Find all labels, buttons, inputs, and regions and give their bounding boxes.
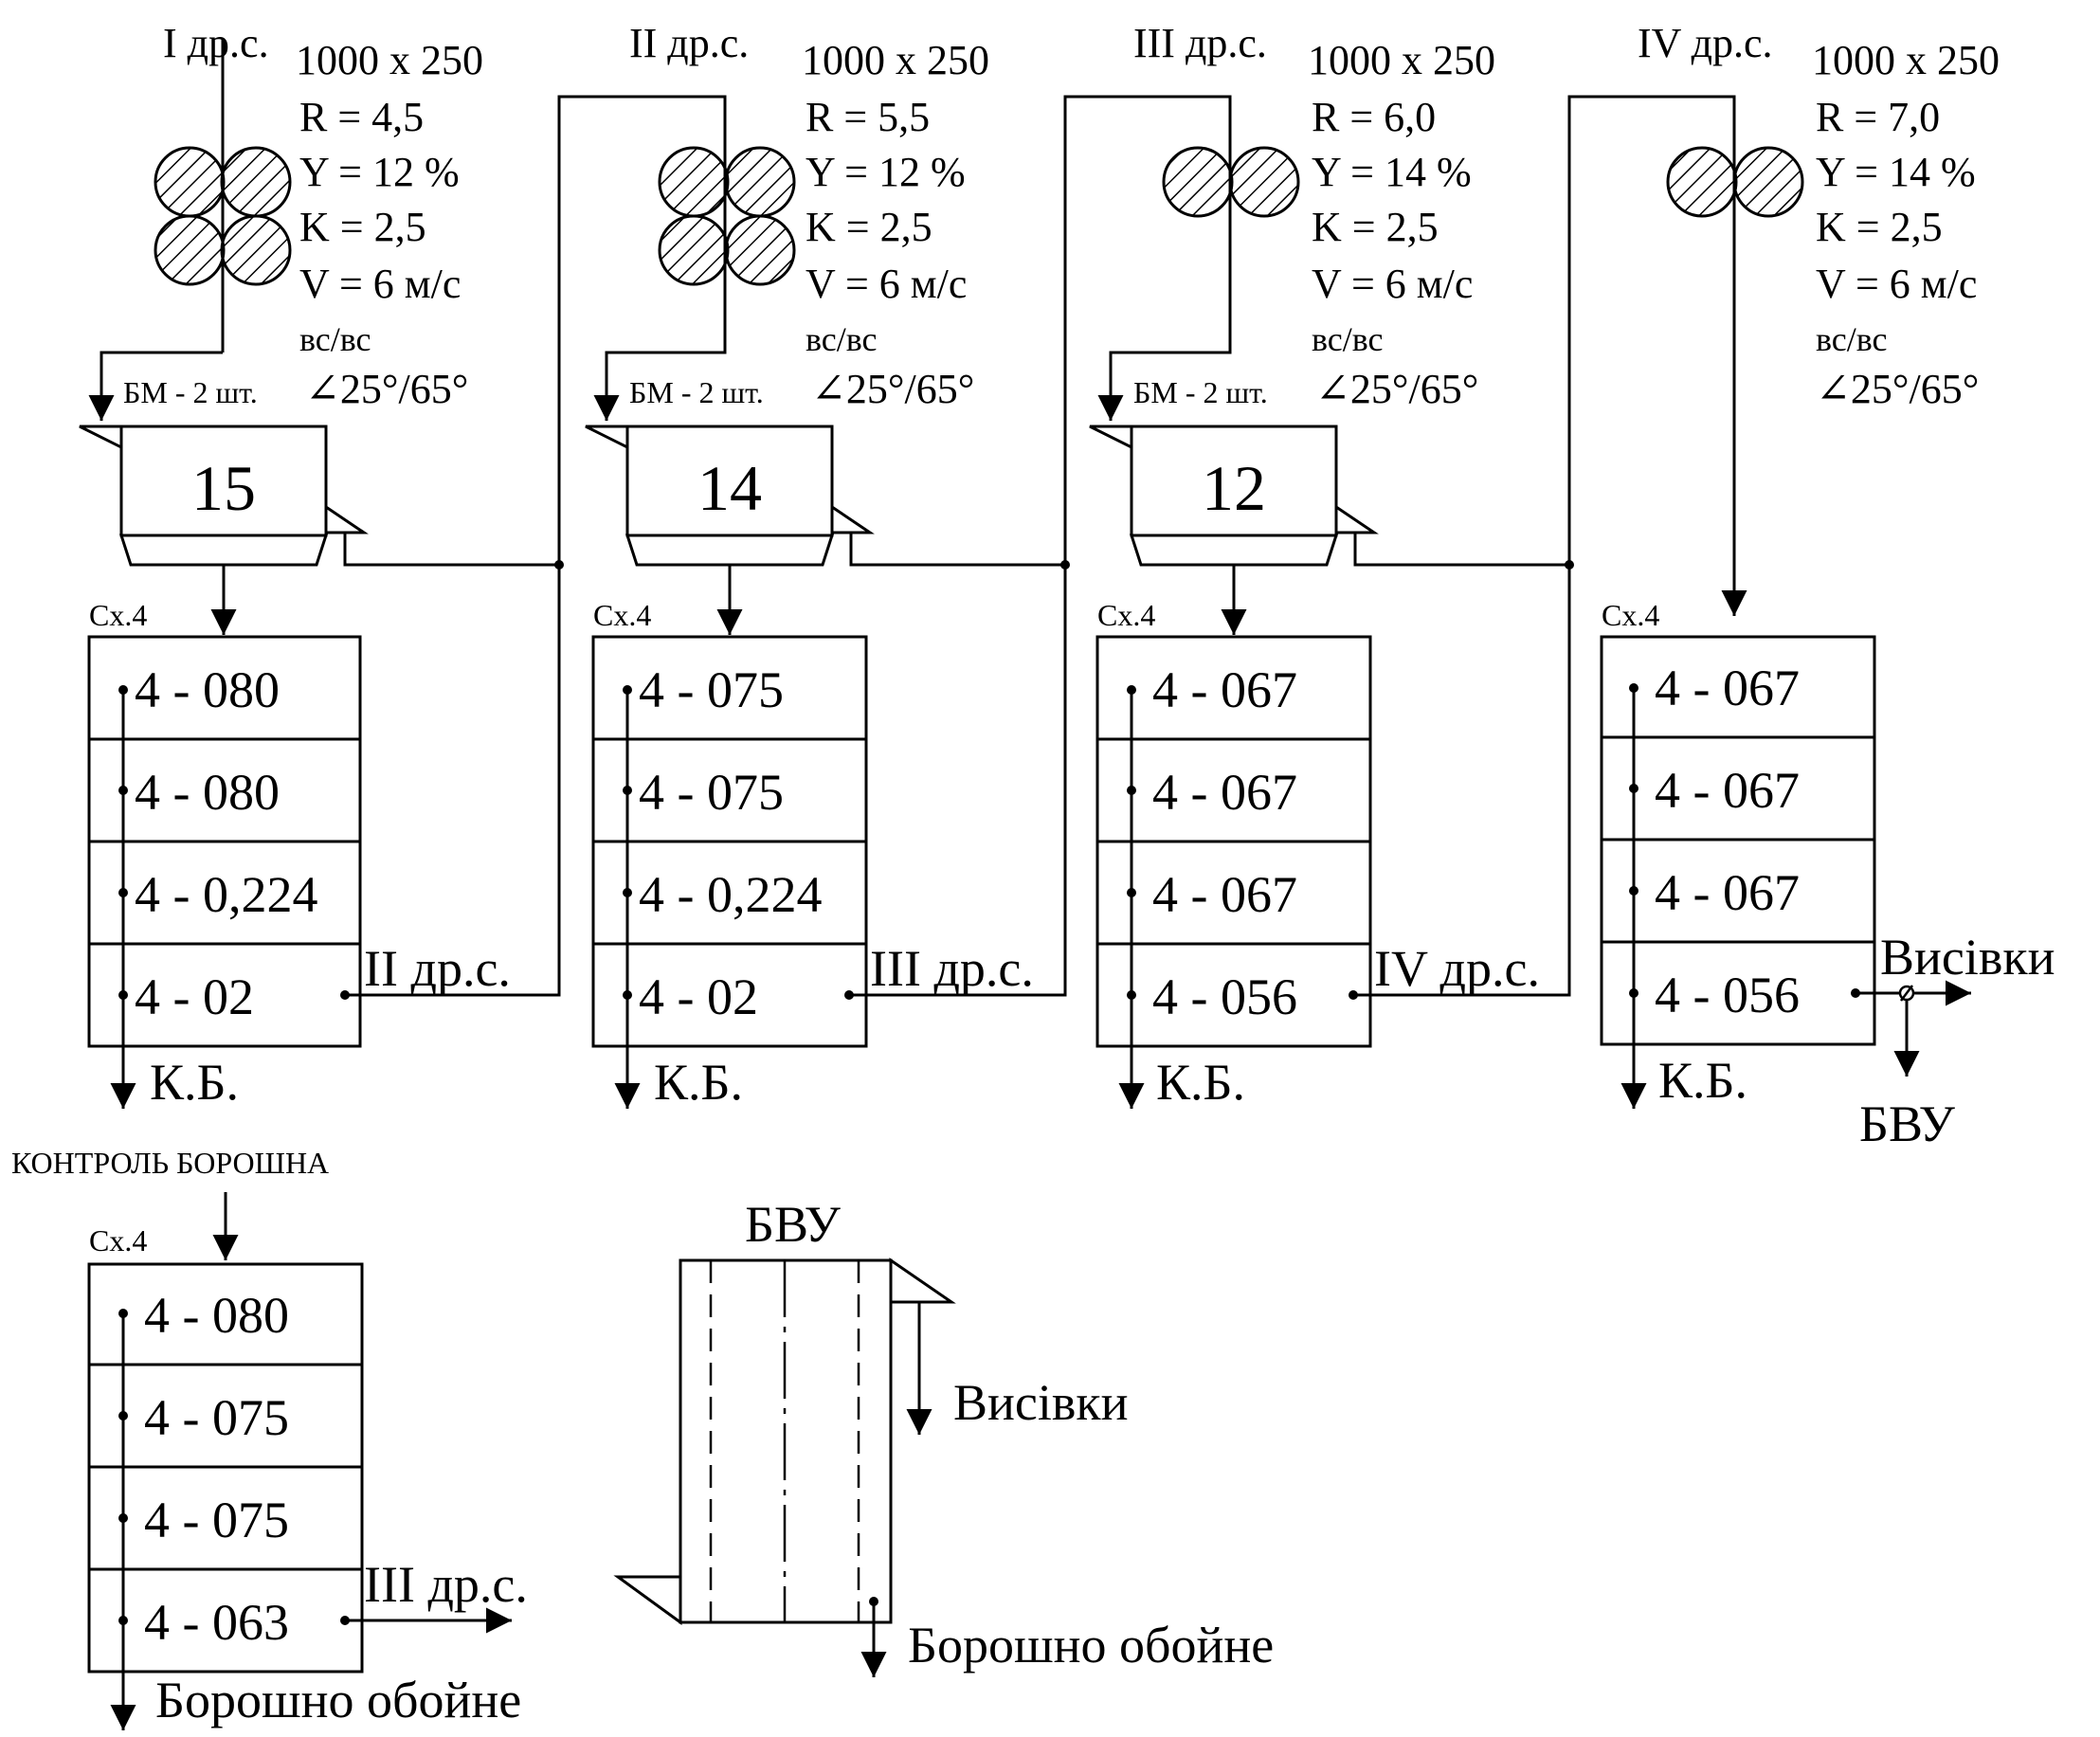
bran-label: К.Б.: [1658, 1052, 1747, 1109]
sieve-row: 4 - 067: [1152, 764, 1297, 821]
machine-box: 14: [585, 425, 875, 567]
output-label: III др.с.: [870, 940, 1034, 997]
sieve-row: 4 - 063: [144, 1594, 289, 1651]
param-4: K = 2,5: [806, 204, 932, 250]
param-5: V = 6 м/с: [1816, 261, 1977, 307]
param-1: 1000 х 250: [802, 37, 989, 83]
stage-title: III др.с.: [1133, 20, 1267, 66]
sieve-row: 4 - 080: [144, 1287, 289, 1344]
sieve-row: 4 - 067: [1152, 866, 1297, 923]
angle-label: ∠25°/65°: [305, 366, 468, 412]
stage-title: IV др.с.: [1638, 20, 1773, 66]
sieve-row: 4 - 056: [1655, 967, 1800, 1023]
sifter-label: Сх.4: [593, 598, 651, 632]
param-4: K = 2,5: [1312, 204, 1439, 250]
stage-2: II др.с. 1000 х 250 R = 5,5 Y = 12 % K =…: [585, 20, 1232, 1111]
machine-box: 15: [79, 425, 369, 567]
param-6: вс/вс: [1816, 320, 1888, 358]
param-3: Y = 14 %: [1816, 149, 1976, 195]
sifter-label: Сх.4: [1097, 598, 1155, 632]
sieve-row: 4 - 080: [135, 764, 280, 821]
param-6: вс/вс: [806, 320, 878, 358]
stage-title: I др.с.: [163, 20, 269, 66]
machine-number: 15: [191, 452, 256, 524]
bm-label: БМ - 2 шт.: [629, 375, 764, 409]
angle-label: ∠25°/65°: [1816, 366, 1979, 412]
bm-label: БМ - 2 шт.: [123, 375, 258, 409]
param-2: R = 4,5: [299, 94, 424, 140]
sieve-stack: 4 - 075 4 - 075 4 - 0,224 4 - 02: [591, 635, 868, 1109]
sieve-row: 4 - 080: [135, 661, 280, 718]
param-2: R = 7,0: [1816, 94, 1940, 140]
output-label: III др.с.: [364, 1556, 528, 1613]
param-1: 1000 х 250: [296, 37, 483, 83]
output-label: Висівки: [1880, 929, 2055, 986]
flour-control: КОНТРОЛЬ БОРОШНА Сх.4 4 - 080 4 - 075 4 …: [11, 1146, 528, 1730]
machine-box: 12: [1089, 425, 1379, 567]
stage-3: III др.с. 1000 х 250 R = 6,0 Y = 14 % K …: [1089, 20, 1747, 1111]
control-title: КОНТРОЛЬ БОРОШНА: [11, 1146, 329, 1180]
product-label: Борошно обойне: [155, 1672, 521, 1728]
param-1: 1000 х 250: [1308, 37, 1495, 83]
sieve-row: 4 - 056: [1152, 968, 1297, 1025]
param-1: 1000 х 250: [1812, 37, 2000, 83]
sieve-row: 4 - 02: [135, 968, 254, 1025]
roller-pair-icon: [1666, 146, 1804, 218]
sieve-row: 4 - 02: [639, 968, 758, 1025]
param-5: V = 6 м/с: [299, 261, 461, 307]
sieve-row: 4 - 075: [639, 764, 784, 821]
param-3: Y = 14 %: [1312, 149, 1472, 195]
param-6: вс/вс: [299, 320, 371, 358]
sieve-stack: 4 - 080 4 - 080 4 - 0,224 4 - 02: [87, 635, 362, 1109]
roller-pair-icon: [1162, 146, 1300, 218]
roller-pair-icon: [658, 146, 796, 286]
sieve-row: 4 - 067: [1655, 660, 1800, 716]
sieve-stack: 4 - 080 4 - 075 4 - 075 4 - 063: [87, 1262, 364, 1730]
output-label-2: БВУ: [1859, 1095, 1956, 1152]
sieve-row: 4 - 067: [1655, 864, 1800, 921]
param-5: V = 6 м/с: [1312, 261, 1473, 307]
sieve-stack: 4 - 067 4 - 067 4 - 067 4 - 056: [1600, 635, 1876, 1109]
sieve-row: 4 - 075: [144, 1389, 289, 1446]
sieve-row: 4 - 0,224: [639, 866, 822, 923]
angle-label: ∠25°/65°: [1315, 366, 1478, 412]
param-3: Y = 12 %: [299, 149, 460, 195]
bran-label: К.Б.: [1156, 1054, 1245, 1111]
output-label: IV др.с.: [1374, 940, 1540, 997]
bm-label: БМ - 2 шт.: [1133, 375, 1268, 409]
roller-pair-icon: [154, 146, 292, 286]
param-6: вс/вс: [1312, 320, 1384, 358]
sifter-label: Сх.4: [1602, 598, 1659, 632]
stage-title: II др.с.: [629, 20, 749, 66]
sieve-stack: 4 - 067 4 - 067 4 - 067 4 - 056: [1095, 635, 1372, 1109]
param-4: K = 2,5: [1816, 204, 1943, 250]
angle-label: ∠25°/65°: [811, 366, 974, 412]
machine-number: 14: [697, 452, 762, 524]
sieve-row: 4 - 0,224: [135, 866, 317, 923]
output-label-top: Висівки: [953, 1374, 1129, 1431]
output-label-bottom: Борошно обойне: [908, 1617, 1274, 1674]
bran-label: К.Б.: [654, 1054, 743, 1111]
bvu-unit: БВУ Висівки Борошно обойне: [613, 1196, 1274, 1677]
stage-1: I др.с. 1000 х 250 R = 4,5 Y = 12 % K = …: [79, 20, 727, 1111]
machine-number: 12: [1202, 452, 1266, 524]
param-3: Y = 12 %: [806, 149, 966, 195]
sifter-label: Сх.4: [89, 1223, 147, 1258]
stage-4: IV др.с. 1000 х 250 R = 7,0 Y = 14 % K =…: [1600, 20, 2055, 1152]
bvu-title: БВУ: [745, 1196, 842, 1253]
sieve-row: 4 - 075: [144, 1492, 289, 1548]
sieve-row: 4 - 067: [1152, 661, 1297, 718]
output-label: II др.с.: [364, 940, 511, 997]
sieve-row: 4 - 075: [639, 661, 784, 718]
sieve-row: 4 - 067: [1655, 762, 1800, 819]
param-4: K = 2,5: [299, 204, 426, 250]
param-2: R = 5,5: [806, 94, 930, 140]
param-5: V = 6 м/с: [806, 261, 967, 307]
sifter-label: Сх.4: [89, 598, 147, 632]
bran-label: К.Б.: [150, 1054, 239, 1111]
param-2: R = 6,0: [1312, 94, 1436, 140]
